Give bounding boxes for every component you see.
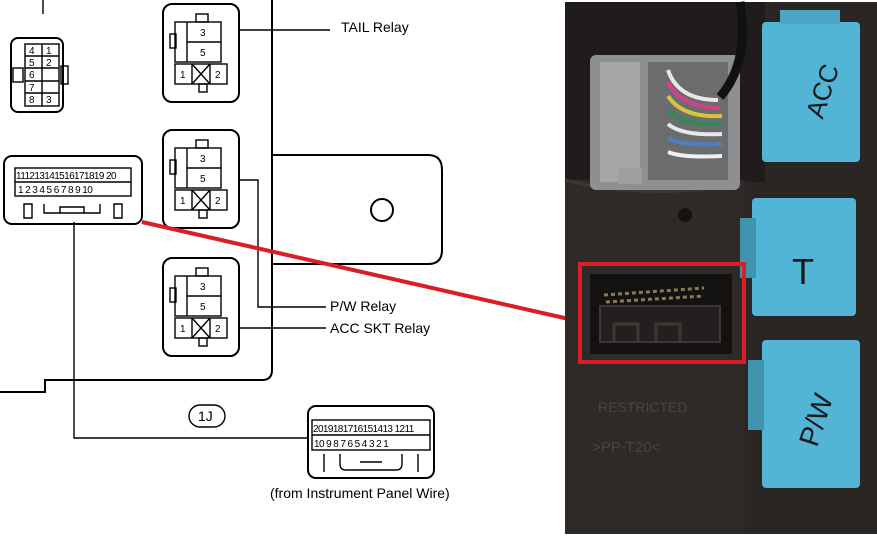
housing-stamp-1: RESTRICTED	[598, 399, 687, 415]
relay-pin-2: 2	[215, 70, 221, 81]
from-wire-caption: (from Instrument Panel Wire)	[270, 485, 450, 501]
relay-pin-3: 3	[200, 282, 206, 293]
block-connector-bottom-row: 1 2 3 4 5 6 7 8 9 10	[18, 185, 93, 196]
housing-stamp-2: >PP-T20<	[592, 439, 661, 456]
tail-relay-socket: 3 5 1 2	[162, 3, 240, 103]
pw-relay-label: P/W Relay	[330, 298, 396, 314]
leader-lines	[73, 29, 330, 439]
pin-3: 3	[46, 95, 52, 106]
acc-skt-relay-socket: 3 5 1 2	[162, 257, 240, 357]
relay-pin-5: 5	[200, 48, 206, 59]
junction-block-outline	[0, 0, 443, 393]
tail-relay-marking: T	[792, 251, 814, 292]
relay-pin-3: 3	[200, 154, 206, 165]
pin-1: 1	[46, 46, 52, 57]
pw-relay-socket: 3 5 1 2	[162, 129, 240, 229]
relay-pin-1: 1	[180, 324, 186, 335]
small-connector: 4 1 5 2 6 7 8 3	[10, 37, 69, 113]
pin-8: 8	[29, 95, 35, 106]
connector-id-badge: 1J	[188, 404, 226, 428]
relay-pin-3: 3	[200, 28, 206, 39]
tail-relay-label: TAIL Relay	[341, 19, 409, 35]
instrument-panel-connector-1j: 2019181716151413 1211 10 9 8 7 6 5 4 3 2…	[307, 405, 435, 479]
relay-pin-2: 2	[215, 324, 221, 335]
pin-2: 2	[46, 58, 52, 69]
block-connector-20pin: 111213141516171819 20 1 2 3 4 5 6 7 8 9 …	[3, 155, 143, 225]
highlighted-socket	[590, 274, 732, 354]
mounting-hole	[370, 198, 394, 222]
acc-skt-relay-label: ACC SKT Relay	[330, 320, 430, 336]
highlight-frame	[578, 262, 746, 364]
pin-4: 4	[29, 46, 35, 57]
relay-pin-5: 5	[200, 174, 206, 185]
junction-box-photo: ACC T P/W RESTRICTED >PP-T20<	[564, 1, 877, 534]
relay-pin-1: 1	[180, 196, 186, 207]
highlight-pointer-line	[141, 220, 583, 324]
relay-pin-1: 1	[180, 70, 186, 81]
relay-pin-2: 2	[215, 196, 221, 207]
relay-pin-5: 5	[200, 302, 206, 313]
pin-7: 7	[29, 83, 35, 94]
1j-bottom-row: 10 9 8 7 6 5 4 3 2 1	[314, 439, 389, 450]
pin-5: 5	[29, 58, 35, 69]
pw-relay-photo: P/W	[748, 340, 860, 488]
pin-6: 6	[29, 70, 35, 81]
connector-id-text: 1J	[198, 408, 213, 424]
tail-relay-photo: T	[740, 198, 856, 316]
grey-connector	[590, 1, 747, 190]
block-connector-top-row: 111213141516171819 20	[16, 171, 117, 182]
1j-top-row: 2019181716151413 1211	[313, 424, 415, 435]
acc-relay: ACC	[762, 10, 860, 162]
